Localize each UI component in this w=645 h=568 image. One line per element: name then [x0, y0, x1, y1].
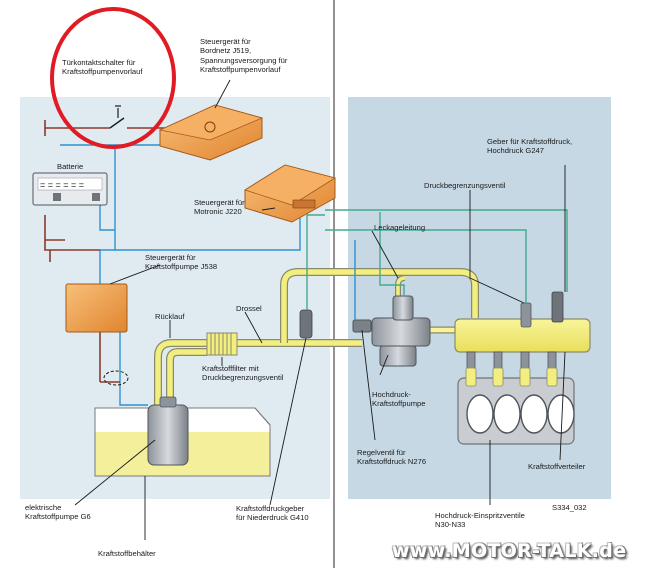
- pressure-limiting-valve-label: Druckbegrenzungsventil: [424, 181, 506, 190]
- ecu-j220: [244, 164, 336, 223]
- highlight-circle: [50, 7, 176, 149]
- watermark: www.MOTOR-TALK.de: [392, 540, 627, 562]
- fuel-tank-outline: [94, 407, 271, 477]
- high-pressure-sensor-g247: [551, 291, 564, 323]
- throttle-label: Drossel: [236, 304, 262, 313]
- battery-cells-glyphs: = = = = = =: [40, 180, 84, 190]
- high-pressure-pump: [352, 295, 431, 367]
- fuel-rail-label: Kraftstoffverteiler: [528, 462, 586, 471]
- fuel-pump-controller-j538: [65, 283, 128, 333]
- signal-wires-blue: [60, 144, 356, 406]
- pressure-limiting-valve: [520, 302, 532, 328]
- n276-label: Regelventil für Kraftstoffdruck N276: [357, 448, 427, 467]
- injectors-label: Hochdruck-Einspritzventile N30-N33: [435, 511, 525, 530]
- ground-connector: [103, 370, 129, 386]
- signal-wires-green: [306, 209, 568, 310]
- j538-label: Steuergerät für Kraftstoffpumpe J538: [145, 253, 218, 272]
- door-contact-switch-label: Türkontaktschalter für Kraftstoffpumpenv…: [62, 58, 143, 77]
- g247-label: Geber für Kraftstoffdruck, Hochdruck G24…: [487, 137, 573, 156]
- figure-code: S334_032: [552, 503, 587, 512]
- injectors: [465, 351, 558, 387]
- leakage-line-label: Leckageleitung: [374, 223, 426, 232]
- engine-cylinders: [466, 394, 575, 434]
- battery-label: Batterie: [57, 162, 84, 171]
- high-pressure-pump-label: Hochdruck- Kraftstoffpumpe: [372, 390, 426, 409]
- g410-label: Kraftstoffdruckgeber für Niederdruck G41…: [236, 504, 309, 523]
- return-label: Rücklauf: [155, 312, 185, 321]
- fuel-filter-label: Kraftstofffilter mit Druckbegrenzungsven…: [202, 364, 284, 383]
- battery: [32, 172, 108, 206]
- door-contact-switch: [109, 105, 125, 129]
- electric-fuel-pump: [147, 396, 189, 466]
- fuel-filter: [206, 332, 238, 356]
- g6-label: elektrische Kraftstoffpumpe G6: [25, 503, 91, 522]
- low-pressure-sensor-g410: [299, 309, 313, 339]
- j220-label: Steuergerät für Motronic J220: [194, 198, 245, 217]
- j519-label: Steuergerät für Bordnetz J519, Spannungs…: [200, 37, 288, 74]
- fuel-tank-label: Kraftstoffbehälter: [98, 549, 156, 558]
- ecu-j519: [158, 104, 264, 161]
- leader-lines: [74, 79, 566, 540]
